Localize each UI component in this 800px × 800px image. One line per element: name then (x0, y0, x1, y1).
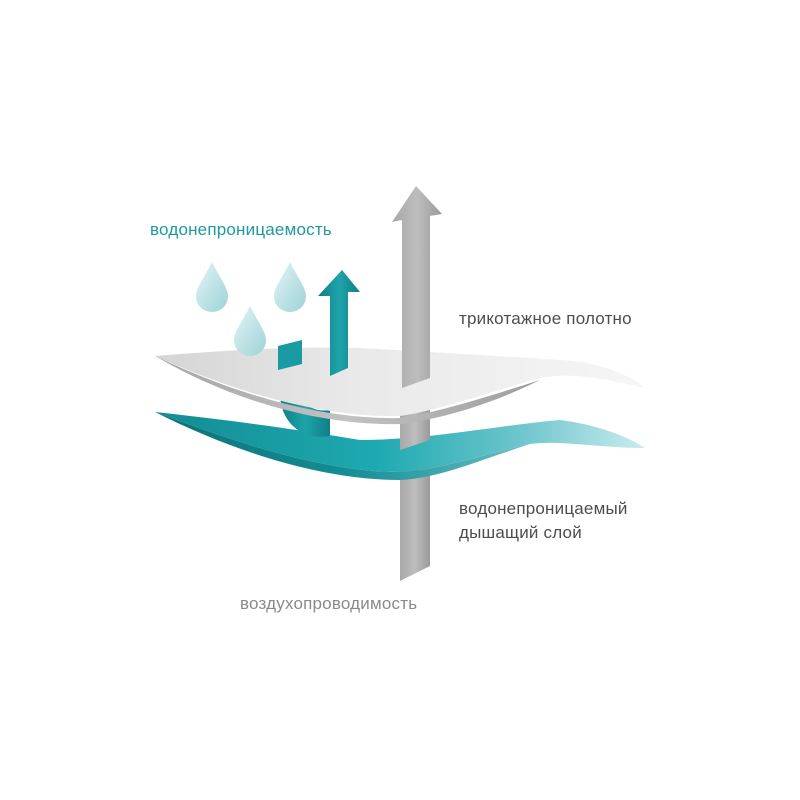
up-arrow-icon (318, 270, 360, 376)
label-membrane: водонепроницаемый дышащий слой (459, 497, 628, 545)
label-waterproof: водонепроницаемость (150, 220, 332, 239)
water-drop-icon (274, 262, 306, 312)
breathability-arrow-head (392, 186, 442, 388)
label-breathability: воздухопроводимость (240, 594, 418, 613)
water-drop-icon (234, 306, 266, 356)
breathability-arrow-stem-lower (400, 470, 430, 581)
vapor-arrow-tail (278, 340, 302, 370)
label-membrane-line2: дышащий слой (459, 523, 582, 542)
water-drop-icon (196, 262, 228, 312)
vapor-arrow-loop (280, 395, 330, 437)
knit-fabric-layer (155, 347, 645, 417)
label-knit-fabric: трикотажное полотно (459, 309, 632, 328)
label-membrane-line1: водонепроницаемый (459, 499, 628, 518)
knit-fabric-layer-edge (155, 356, 540, 425)
